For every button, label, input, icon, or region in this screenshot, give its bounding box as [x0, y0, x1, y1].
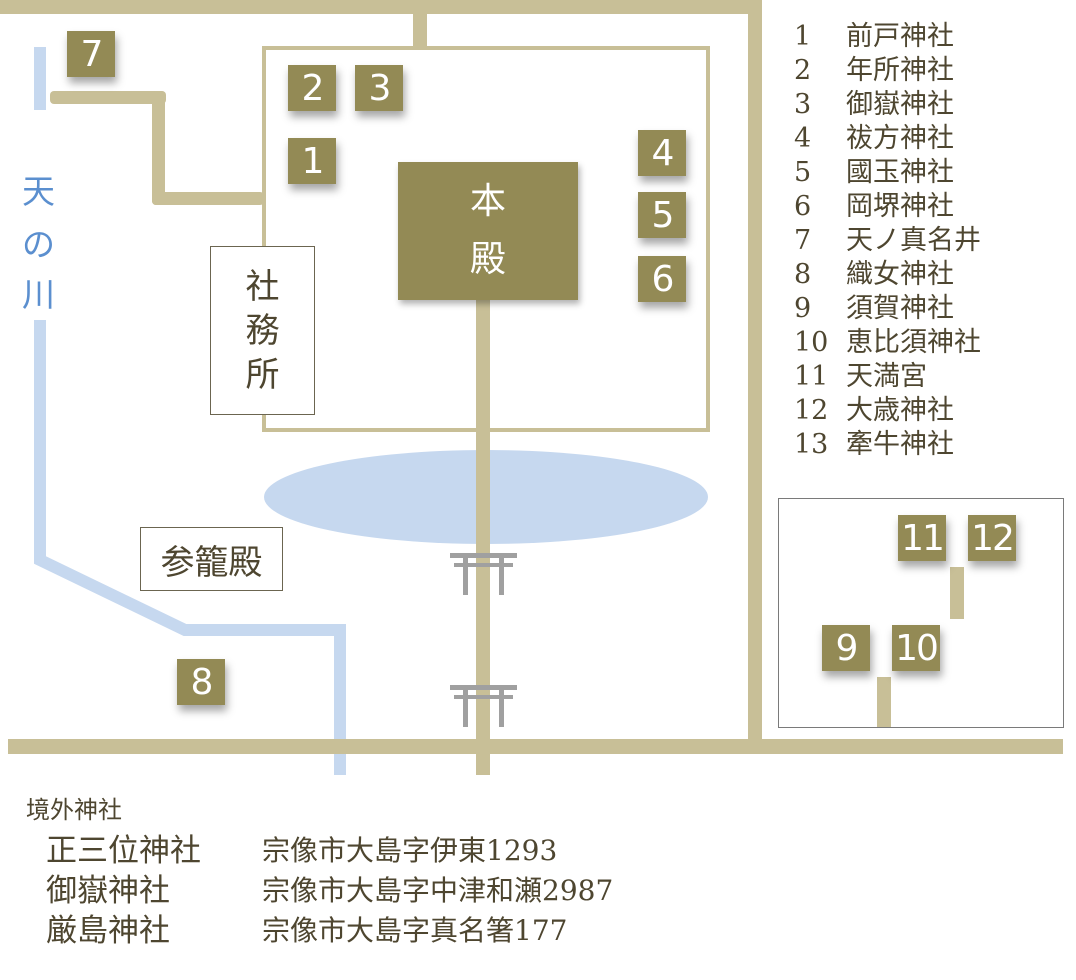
legend-number: 5 [794, 157, 812, 188]
legend-name: 國玉神社 [846, 157, 954, 188]
offsite-item: 厳島神社 宗像市大島字真名箸177 [26, 911, 613, 951]
honden-label-1: 本 [469, 181, 506, 222]
marker-2[interactable]: 2 [288, 65, 336, 111]
marker-11[interactable]: 11 [898, 515, 946, 561]
legend-item: 12 大歳神社 [794, 394, 981, 428]
legend-item: 7 天ノ真名井 [794, 224, 981, 258]
offsite-title: 境外神社 [26, 796, 122, 824]
path-7-v [152, 91, 165, 205]
legend-name: 織女神社 [846, 259, 954, 290]
legend-item: 6 岡堺神社 [794, 190, 981, 224]
legend-number: 2 [794, 55, 812, 86]
marker-9[interactable]: 9 [822, 625, 870, 671]
sanroden[interactable]: 参籠殿 [140, 527, 283, 591]
legend-number: 8 [794, 259, 812, 290]
road-top [0, 0, 762, 14]
legend-item: 11 天満宮 [794, 360, 981, 394]
shamusho-label-1: 社 [245, 266, 280, 307]
marker-3[interactable]: 3 [355, 65, 403, 111]
legend-number: 4 [794, 123, 812, 154]
legend-name: 年所神社 [846, 55, 954, 86]
legend-number: 12 [794, 395, 829, 426]
offsite-item: 正三位神社 宗像市大島字伊東1293 [26, 831, 613, 871]
path-11-12 [950, 567, 964, 619]
road-bottom [8, 739, 1063, 754]
legend-item: 13 牽牛神社 [794, 428, 981, 462]
legend-name: 祓方神社 [846, 123, 954, 154]
river-label-2: の [22, 225, 55, 264]
marker-1[interactable]: 1 [288, 138, 336, 184]
legend-number: 10 [794, 327, 829, 358]
legend-name: 前戸神社 [846, 21, 954, 52]
marker-5[interactable]: 5 [638, 192, 686, 238]
legend-name: 牽牛神社 [846, 429, 954, 460]
torii-icon [450, 553, 517, 595]
road-right-vertical [748, 0, 762, 748]
legend-item: 1 前戸神社 [794, 20, 981, 54]
legend-number: 13 [794, 429, 829, 460]
honden[interactable]: 本 殿 [398, 162, 578, 300]
offsite-shrines: 境外神社 正三位神社 宗像市大島字伊東1293 御嶽神社 宗像市大島字中津和瀬298… [26, 790, 613, 951]
marker-4[interactable]: 4 [638, 130, 686, 176]
legend-number: 7 [794, 225, 812, 256]
legend-name: 天満宮 [846, 361, 927, 392]
marker-6[interactable]: 6 [638, 256, 686, 302]
legend-item: 10 恵比須神社 [794, 326, 981, 360]
legend-name: 須賀神社 [846, 293, 954, 324]
offsite-item: 御嶽神社 宗像市大島字中津和瀬2987 [26, 871, 613, 911]
offsite-name: 厳島神社 [46, 913, 170, 949]
legend-name: 天ノ真名井 [846, 225, 981, 256]
legend-name: 恵比須神社 [846, 327, 981, 358]
river-label-3: 川 [22, 275, 55, 314]
legend-item: 9 須賀神社 [794, 292, 981, 326]
legend-number: 11 [794, 361, 829, 392]
path-9-10 [877, 677, 891, 727]
offsite-address: 宗像市大島字真名箸177 [262, 914, 568, 947]
offsite-name: 正三位神社 [46, 833, 201, 869]
marker-8[interactable]: 8 [177, 659, 225, 705]
main-precinct [262, 46, 710, 432]
shamusho-label-3: 所 [245, 354, 280, 395]
torii-icon [450, 685, 517, 727]
honden-label-2: 殿 [469, 239, 506, 280]
shamusho-label-2: 務 [245, 310, 280, 351]
legend-name: 御嶽神社 [846, 89, 954, 120]
path-7-h1 [50, 91, 166, 104]
legend-number: 1 [794, 21, 812, 52]
marker-12[interactable]: 12 [968, 515, 1016, 561]
road-approach [476, 300, 490, 775]
marker-10[interactable]: 10 [892, 625, 940, 671]
legend-number: 3 [794, 89, 812, 120]
offsite-address: 宗像市大島字中津和瀬2987 [262, 874, 614, 907]
legend-item: 3 御嶽神社 [794, 88, 981, 122]
legend-name: 大歳神社 [846, 395, 954, 426]
river-label-1: 天 [22, 172, 55, 211]
path-7-h2 [152, 192, 264, 205]
road-top-connector [413, 0, 427, 48]
shamusho[interactable]: 社 務 所 [210, 246, 315, 415]
legend-number: 6 [794, 191, 812, 222]
legend-item: 5 國玉神社 [794, 156, 981, 190]
offsite-name: 御嶽神社 [46, 873, 170, 909]
legend-number: 9 [794, 293, 812, 324]
offsite-address: 宗像市大島字伊東1293 [262, 834, 558, 867]
sanroden-label: 参籠殿 [160, 542, 263, 583]
annex-precinct [778, 498, 1064, 728]
legend-name: 岡堺神社 [846, 191, 954, 222]
legend-item: 8 織女神社 [794, 258, 981, 292]
legend: 1 前戸神社 2 年所神社 3 御嶽神社 4 祓方神社 5 國玉神社 6 岡堺神社 7 天ノ真名井 8 織女神… [794, 20, 981, 462]
legend-item: 2 年所神社 [794, 54, 981, 88]
marker-7[interactable]: 7 [67, 31, 115, 77]
legend-item: 4 祓方神社 [794, 122, 981, 156]
